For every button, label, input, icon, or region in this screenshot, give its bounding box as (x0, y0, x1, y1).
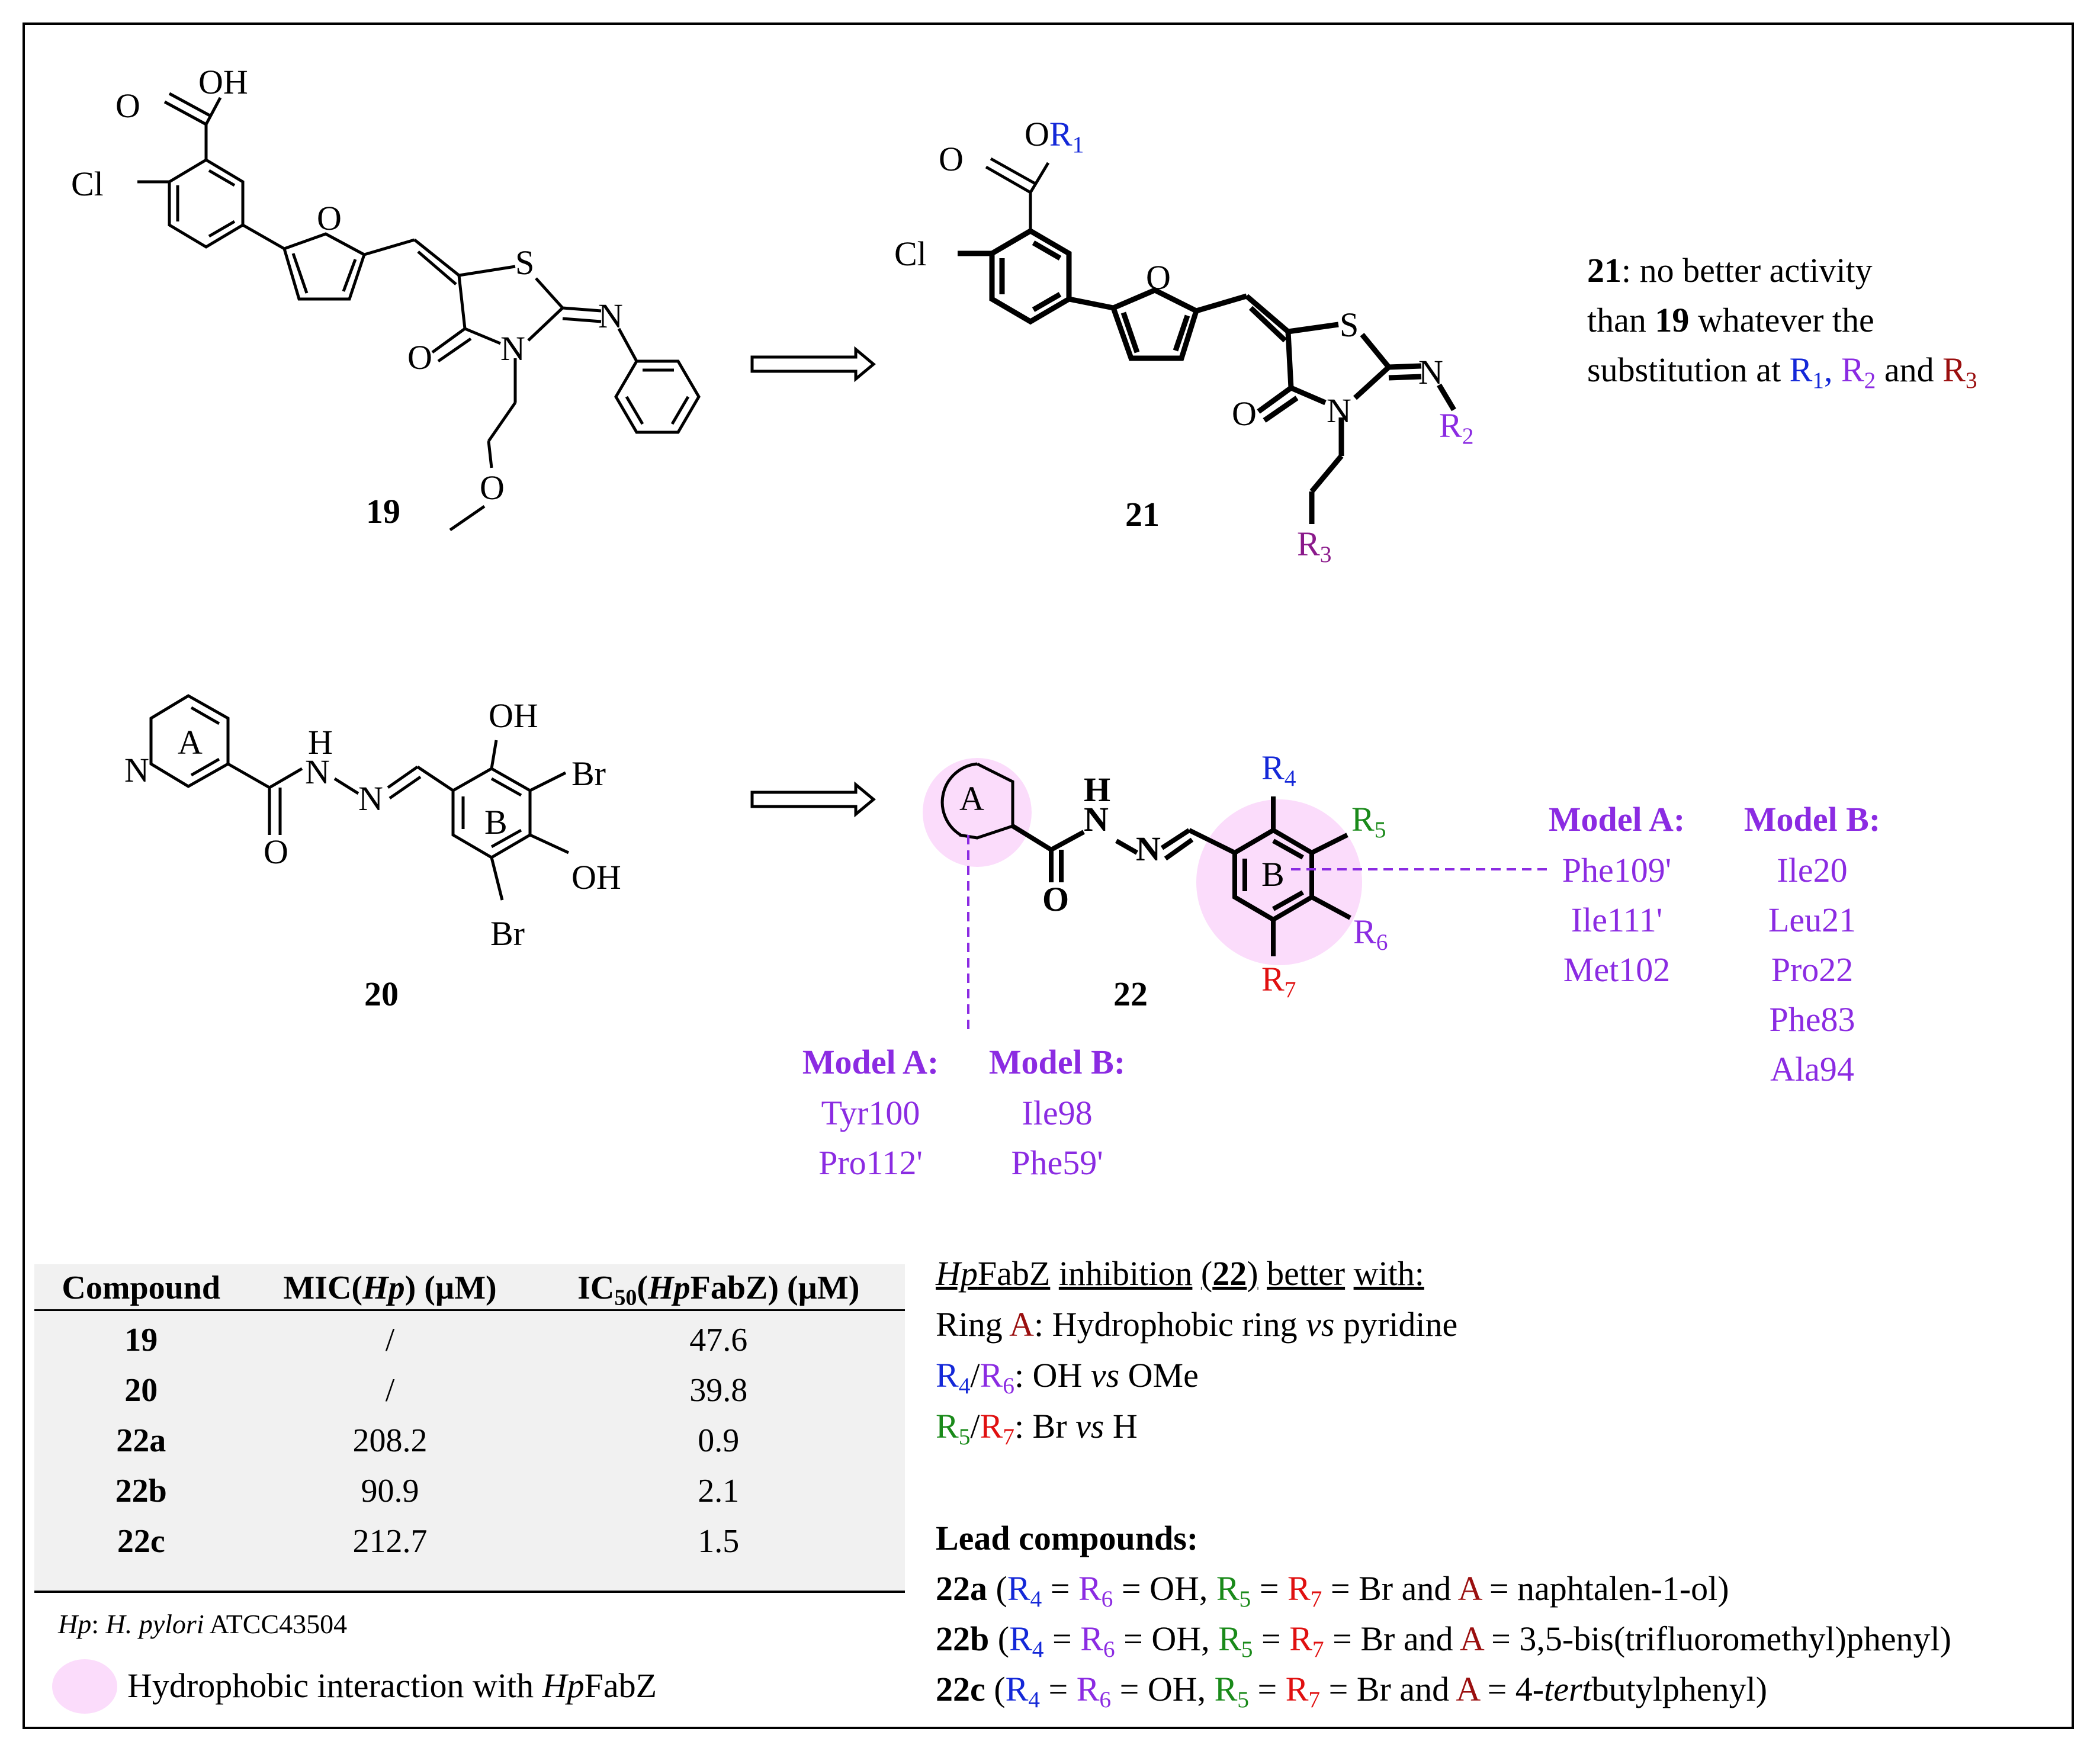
residue: Phe109' (1562, 851, 1672, 889)
residue: Leu21 (1768, 901, 1857, 939)
residue: Pro22 (1771, 950, 1854, 989)
c20-ring-b-label: B (484, 803, 508, 841)
residue: Phe83 (1769, 1000, 1855, 1039)
residue: Phe59' (1011, 1143, 1103, 1182)
c20-oh-bottom-label: OH (571, 858, 621, 897)
compound-21-label: 21 (1125, 495, 1160, 534)
compound-20-label: 20 (364, 975, 399, 1013)
ring-b-model-b: Model B: Ile20 Leu21 Pro22 Phe83 Ala94 (1735, 802, 1889, 1087)
sar-r5-r7: R5/R7: Br vs H (936, 1407, 1138, 1450)
c21-r3-label: R3 (1297, 525, 1332, 568)
compound-21-structure (958, 157, 1456, 524)
c22-r4-label: R4 (1261, 748, 1296, 792)
arrow-20-to-22 (750, 781, 876, 818)
c20-br-bottom-label: Br (490, 914, 525, 953)
ring-a-model-b: Model B: Ile98 Phe59' (980, 1045, 1134, 1180)
c19-cl-label: Cl (71, 165, 104, 203)
compound-19-label: 19 (366, 492, 400, 531)
compound-22-label: 22 (1113, 975, 1148, 1013)
c21-imine-n-label: N (1418, 353, 1443, 391)
note-21: 21: no better activity than 19 whatever … (1587, 251, 1977, 394)
c19-ring-n-label: N (500, 329, 525, 368)
sar-r4-r6: R4/R6: OH vs OMe (936, 1356, 1199, 1399)
c20-br-top-label: Br (571, 754, 606, 793)
residue: Ala94 (1770, 1050, 1854, 1088)
c20-nh-n-label: N (305, 753, 330, 791)
activity-table: Compound MIC(Hp) (µM) IC50(HpFabZ) (µM) … (34, 1264, 905, 1590)
residue: Pro112' (818, 1143, 923, 1182)
c21-cl-label: Cl (894, 234, 927, 273)
residue: Met102 (1563, 950, 1671, 989)
ring-a-model-a: Model A: Tyr100 Pro112' (794, 1045, 948, 1180)
residue: Ile98 (1022, 1094, 1093, 1132)
table-bottom-rule (34, 1591, 905, 1593)
c22-r6-label: R6 (1353, 913, 1388, 956)
compound-20-structure (149, 694, 570, 901)
c21-ring-n-label: N (1327, 391, 1351, 430)
ring-b-model-b-title: Model B: (1743, 800, 1881, 838)
c22-ring-b-label: B (1261, 855, 1285, 894)
c22-r5-label: R5 (1351, 800, 1386, 843)
c21-r2-label: R2 (1439, 406, 1474, 449)
c22-ring-a-label: A (959, 779, 984, 818)
c21-or1-label: OR1 (1025, 115, 1084, 158)
lead-compounds: Lead compounds: 22a (R4 = R6 = OH, R5 = … (936, 1513, 1951, 1714)
hydrophobic-legend-text: Hydrophobic interaction with HpFabZ (127, 1666, 657, 1705)
ring-b-model-a-title: Model A: (1548, 800, 1685, 838)
hydrophobic-highlight-ring-a (923, 758, 1032, 867)
c19-ether-o-label: O (480, 468, 505, 507)
c22-r7-label: R7 (1261, 960, 1296, 1003)
c20-oh-top-label: OH (489, 696, 538, 735)
c19-s-label: S (515, 243, 535, 282)
c19-oh-label: OH (198, 63, 248, 101)
hydrophobic-legend-swatch (52, 1659, 117, 1714)
c21-oxo-label: O (939, 140, 964, 178)
c21-carbonyl-o-label: O (1232, 394, 1257, 433)
ring-a-model-b-title: Model B: (988, 1043, 1126, 1081)
col-mic: MIC(Hp) (µM) (248, 1264, 532, 1311)
residue: Tyr100 (821, 1094, 920, 1132)
ring-a-model-a-title: Model A: (802, 1043, 939, 1081)
c19-carbonyl-o-label: O (407, 338, 432, 377)
residue: Ile20 (1777, 851, 1848, 889)
c20-carbonyl-o-label: O (264, 833, 288, 871)
residue: Ile111' (1571, 901, 1663, 939)
hydrophobic-highlight-ring-b (1196, 799, 1362, 965)
table-row: 20/39.8 (124, 1371, 748, 1409)
c20-ring-a-label: A (178, 723, 203, 762)
table-header: Compound MIC(Hp) (µM) IC50(HpFabZ) (µM) (34, 1264, 905, 1311)
c20-pyridine-n-label: N (124, 751, 149, 789)
c22-h-label: H (1084, 770, 1111, 809)
compound-19-structure (137, 92, 701, 532)
c19-imine-n-label: N (598, 297, 623, 335)
c20-imine-n-label: N (358, 779, 383, 818)
c22-nh-n-label: N (1084, 800, 1109, 838)
c21-s-label: S (1340, 306, 1359, 344)
c22-carbonyl-o-label: O (1042, 880, 1070, 918)
col-ic50: IC50(HpFabZ) (µM) (532, 1264, 905, 1311)
figure-frame (23, 23, 2074, 1729)
ring-b-model-a: Model A: Phe109' Ile111' Met102 (1537, 802, 1697, 987)
c20-h-label: H (308, 723, 333, 762)
lead-item: 22c (R4 = R6 = OH, R5 = R7 = Br and A = … (936, 1670, 1768, 1713)
c21-furan-o-label: O (1146, 258, 1171, 297)
c19-oxo-label: O (115, 86, 140, 125)
lead-item: 22a (R4 = R6 = OH, R5 = R7 = Br and A = … (936, 1569, 1729, 1612)
compound-22-structure (940, 762, 1351, 956)
table-footnote: Hp: H. pylori ATCC43504 (58, 1609, 348, 1639)
c19-furan-o-label: O (317, 199, 342, 237)
sar-summary: HpFabZ inhibition (22) better with: Ring… (936, 1248, 1457, 1452)
arrow-19-to-21 (750, 346, 876, 383)
table-row: 19/47.6 (124, 1321, 748, 1358)
lead-item: 22b (R4 = R6 = OH, R5 = R7 = Br and A = … (936, 1620, 1951, 1663)
sar-ring-a: Ring A: Hydrophobic ring vs pyridine (936, 1305, 1458, 1344)
sar-title: HpFabZ inhibition (22) better with: (936, 1254, 1424, 1293)
c22-imine-n-label: N (1136, 830, 1161, 868)
lead-title: Lead compounds: (936, 1519, 1199, 1557)
col-compound: Compound (34, 1264, 248, 1311)
